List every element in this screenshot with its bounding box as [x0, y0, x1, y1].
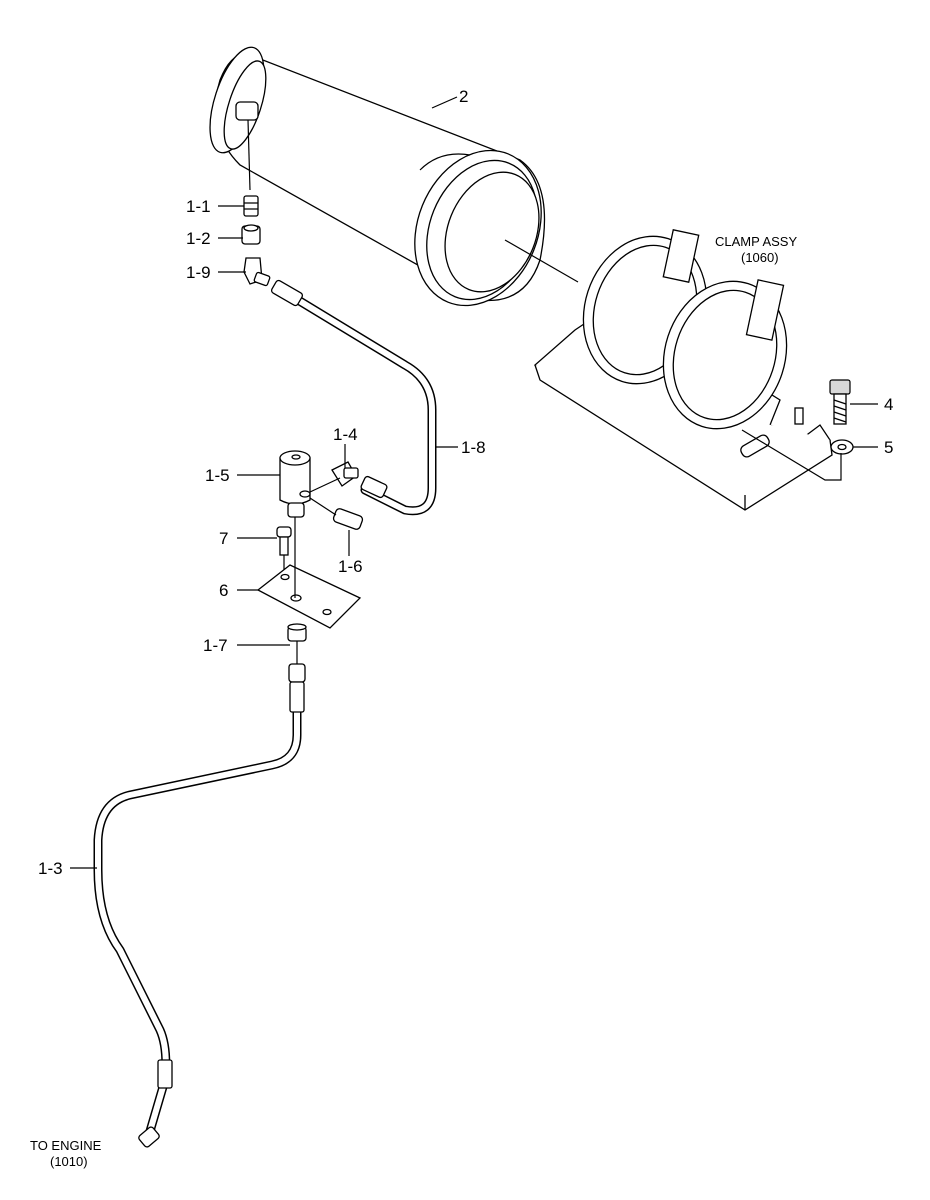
label-part-1-5: 1-5 — [205, 466, 230, 485]
fitting-1-1 — [243, 195, 259, 217]
label-part-1-4: 1-4 — [333, 425, 358, 444]
hose-1-3 — [93, 663, 306, 1148]
bolt — [829, 379, 851, 425]
label-part-5: 5 — [884, 438, 893, 457]
clamp-assy-ref: (1060) — [741, 250, 779, 265]
label-part-1-6: 1-6 — [338, 557, 363, 576]
fitting-1-7 — [287, 623, 307, 665]
label-part-1-9: 1-9 — [186, 263, 211, 282]
bracket-plate-6 — [256, 517, 362, 629]
label-part-1-3: 1-3 — [38, 859, 63, 878]
label-part-2: 2 — [459, 87, 468, 106]
label-part-1-2: 1-2 — [186, 229, 211, 248]
clamp-assembly — [504, 229, 833, 511]
valve-1-5 — [279, 450, 311, 518]
washer — [830, 439, 854, 455]
hose-1-8 — [270, 279, 437, 516]
label-part-6: 6 — [219, 581, 228, 600]
elbow-1-4 — [331, 461, 359, 487]
screw-7 — [276, 526, 292, 572]
leader-lines — [70, 96, 878, 869]
elbow-1-9 — [243, 257, 271, 287]
to-engine-label: TO ENGINE — [30, 1138, 102, 1153]
label-part-1-8: 1-8 — [461, 438, 486, 457]
clamp-assy-label: CLAMP ASSY — [715, 234, 797, 249]
to-engine-ref: (1010) — [50, 1154, 88, 1169]
lpg-tank — [209, 46, 546, 307]
label-part-1-7: 1-7 — [203, 636, 228, 655]
label-part-7: 7 — [219, 529, 228, 548]
plug-1-6 — [332, 508, 364, 530]
label-part-1-1: 1-1 — [186, 197, 211, 216]
fitting-1-2 — [241, 224, 261, 245]
label-part-4: 4 — [884, 395, 893, 414]
